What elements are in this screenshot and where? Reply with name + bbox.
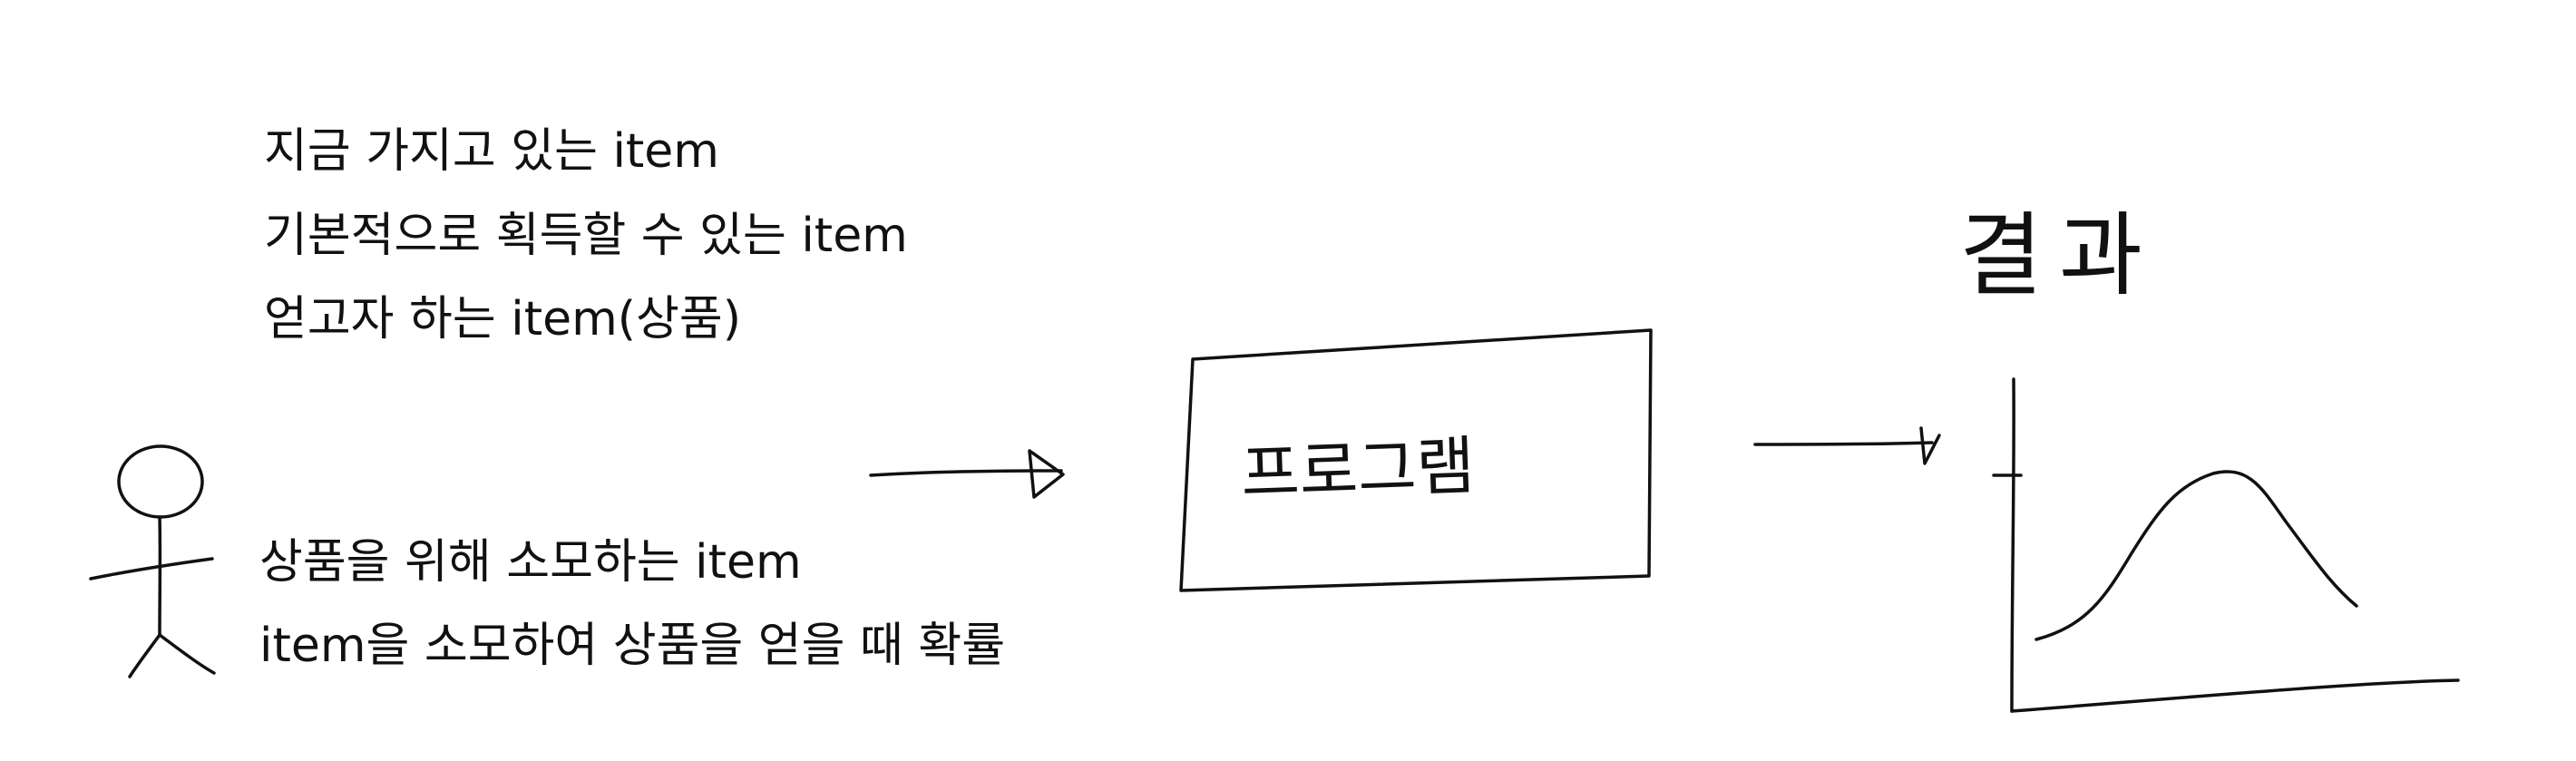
graph-curve [2034,470,2358,641]
stick-figure-arms [89,557,214,581]
input-label-probability: item을 소모하여 상품을 얻을 때 확률 [259,619,1006,673]
program-box [1179,328,1653,592]
arrow-head [1919,426,1941,465]
right-arrow-icon [869,449,1065,499]
arrow-head [1028,449,1065,499]
distribution-curve-icon [1992,377,2460,713]
graph-x-axis [2010,678,2460,713]
input-label-basic-items: 기본적으로 획득할 수 있는 item [264,209,908,263]
stick-figure-right-leg [158,633,216,675]
input-label-consumed-items: 상품을 위해 소모하는 item [259,535,802,590]
input-label-current-items: 지금 가지고 있는 item [264,124,719,179]
stick-figure-icon [89,444,216,678]
arrow-shaft [869,469,1063,477]
program-label: 프로그램 [1239,428,1477,512]
right-arrow-icon [1753,426,1941,465]
stick-figure-head [117,444,204,519]
result-label: 결과 [1959,202,2159,308]
graph-y-axis [2010,377,2015,713]
input-label-target-item: 얻고자 하는 item(상품) [264,292,741,346]
stick-figure-left-leg [128,633,161,678]
arrow-shaft [1753,441,1934,446]
